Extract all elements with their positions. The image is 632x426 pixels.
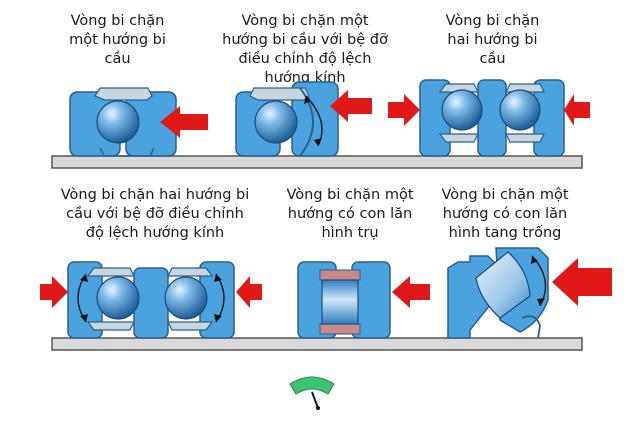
caption-spherical-roller: Vòng bi chặn một hướng có con lăn hình t… [441,187,569,241]
barrel-roller [475,251,531,319]
arrow-load-6 [552,258,612,306]
bearing-cylindrical-roller [297,261,391,339]
roller [321,279,359,325]
caption-single-ball: Vòng bi chặn một hướng bi cầu [69,13,166,67]
bearing-single-ball-aligning [235,81,339,157]
bearing-double-ball-aligning [67,261,235,339]
bearing-spherical-roller [447,247,549,339]
base-line-top [51,155,583,169]
ball-right [164,276,208,320]
gauge-logo-icon [289,376,335,410]
ball-right [499,89,541,131]
arrow-load-1 [160,106,208,138]
arrow-load-5 [392,276,430,308]
roller-end-top [319,269,361,281]
arrow-load-3-right [564,94,590,126]
arrow-load-4-left [40,276,68,308]
arrow-load-3-left [388,94,420,126]
ball [254,100,298,144]
bearing-double-ball [419,79,565,157]
ball-left [441,89,483,131]
caption-double-ball: Vòng bi chặn hai hướng bi cầu [445,13,540,67]
roller-end-bottom [319,323,361,335]
caption-cylindrical-roller: Vòng bi chặn một hướng có con lăn hình t… [286,187,414,241]
ball-left [96,276,140,320]
bearing-single-ball [69,87,177,157]
caption-double-ball-aligning: Vòng bi chặn hai hướng bi cầu với bệ đỡ … [60,187,250,241]
arrow-load-4-right [236,276,262,308]
ball [96,100,140,144]
arrow-load-2 [330,90,372,122]
base-line-bottom [51,337,583,351]
